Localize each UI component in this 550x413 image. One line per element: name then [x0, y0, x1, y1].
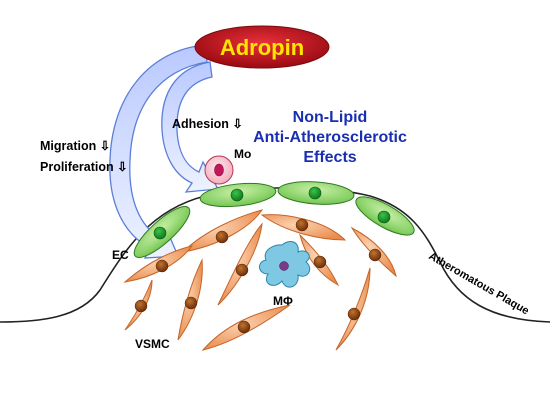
vsmc-cell — [335, 267, 371, 351]
endothelial-nuclei — [153, 186, 391, 240]
proliferation-label: Proliferation ⇩ — [40, 160, 128, 174]
endothelial-nucleus — [230, 188, 244, 202]
vsmc-nucleus — [184, 296, 198, 310]
adhesion-arrow — [161, 61, 220, 193]
effects-line-1: Non-Lipid — [293, 109, 368, 126]
endothelial-nucleus — [308, 186, 322, 200]
endothelial-nucleus — [377, 210, 391, 224]
vsmc-cell — [124, 279, 153, 331]
ec-label: EC — [112, 248, 129, 262]
vsmc-nucleus — [368, 248, 382, 262]
effects-line-3: Effects — [303, 149, 356, 166]
vsmc-nucleus — [237, 320, 251, 334]
monocyte-nucleus — [214, 163, 224, 177]
vsmc-nucleus — [313, 255, 327, 269]
vsmc-nuclei — [134, 218, 382, 334]
plaque-label: Atheromatous Plaque — [427, 250, 531, 317]
migration-label: Migration ⇩ — [40, 139, 110, 153]
effects-line-2: Anti-Atherosclerotic — [253, 129, 407, 146]
macrophage-nucleus — [279, 261, 289, 271]
vsmc-nucleus — [235, 263, 249, 277]
vsmc-nucleus — [134, 299, 148, 313]
adropin-title: Adropin — [220, 35, 304, 60]
endothelial-nucleus — [153, 226, 167, 240]
mphi-label: MΦ — [273, 294, 293, 308]
vsmc-nucleus — [295, 218, 309, 232]
mo-label: Mo — [234, 147, 251, 161]
vsmc-nucleus — [215, 230, 229, 244]
vsmc-nucleus — [347, 307, 361, 321]
adropin-ellipse — [194, 25, 330, 69]
vsmc-nucleus — [155, 259, 169, 273]
adhesion-label: Adhesion ⇩ — [172, 117, 243, 131]
vsmc-label: VSMC — [135, 337, 170, 351]
